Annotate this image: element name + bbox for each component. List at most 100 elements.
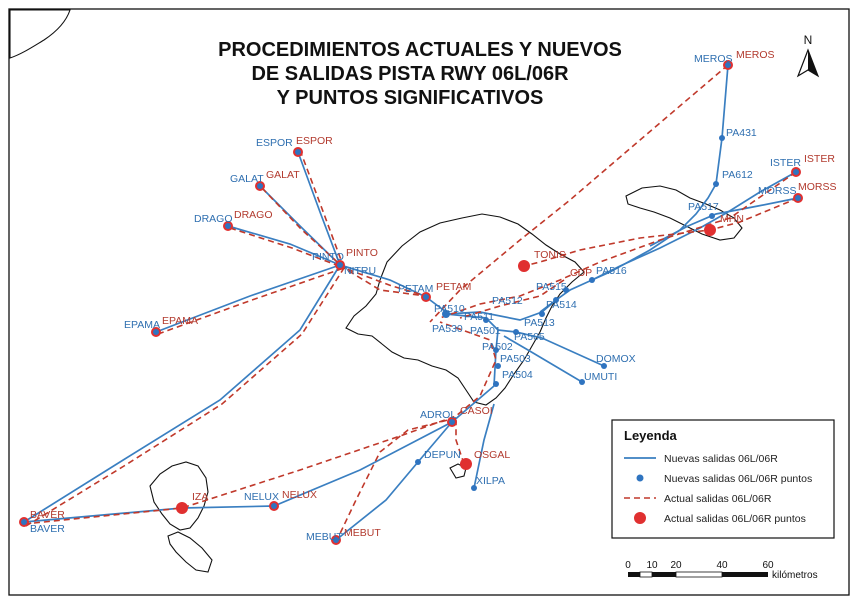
route-baver-current-2 xyxy=(25,267,345,527)
formentera-outline xyxy=(167,531,213,573)
route-drago-new xyxy=(227,225,341,266)
scale-tick-60: 60 xyxy=(762,560,774,571)
legend-box xyxy=(611,419,835,539)
label-pa503: PA503 xyxy=(500,353,531,365)
pt-nelux xyxy=(271,503,277,509)
fix-tonis xyxy=(518,260,530,272)
scale-tick-0: 0 xyxy=(625,560,631,571)
scale-tick-10: 10 xyxy=(646,560,658,571)
label-morss-current: MORSS xyxy=(798,181,837,193)
label-pa512: PA512 xyxy=(492,295,523,307)
scale-tick-40: 40 xyxy=(716,560,728,571)
map-title: PROCEDIMIENTOS ACTUALES Y NUEVOS DE SALI… xyxy=(218,39,622,109)
pt-drago xyxy=(225,223,231,229)
label-baver-new: BAVER xyxy=(30,523,65,535)
label-mebut-current: MEBUT xyxy=(344,527,381,539)
label-domox: DOMOX xyxy=(596,353,636,365)
label-pa516: PA516 xyxy=(596,265,627,277)
pt-pa505 xyxy=(513,329,519,335)
title-line-1: PROCEDIMIENTOS ACTUALES Y NUEVOS xyxy=(218,39,622,61)
pt-pa513 xyxy=(539,311,545,317)
fix-mhn xyxy=(704,224,716,236)
label-drago-new: DRAGO xyxy=(194,213,233,225)
pt-pa431 xyxy=(719,135,725,141)
label-umuti: UMUTI xyxy=(584,371,617,383)
label-drago-current: DRAGO xyxy=(234,209,273,221)
label-meros-new: MEROS xyxy=(694,53,733,65)
scale-seg-2 xyxy=(639,571,653,578)
pt-pa612 xyxy=(713,181,719,187)
pt-pa515 xyxy=(563,287,569,293)
ibiza-outline xyxy=(149,461,209,531)
route-drago-current xyxy=(229,227,345,269)
fix-osgal xyxy=(460,458,472,470)
title-line-2: DE SALIDAS PISTA RWY 06L/06R xyxy=(251,63,569,85)
north-label: N xyxy=(804,33,813,47)
label-epama-new: EPAMA xyxy=(124,319,160,331)
pt-umuti xyxy=(579,379,585,385)
label-pa502: PA502 xyxy=(482,341,513,353)
label-iza: IZA xyxy=(192,491,208,503)
legend-item-new-points: Nuevas salidas 06L/06R puntos xyxy=(664,473,812,485)
route-xilpa-new xyxy=(473,403,495,489)
pt-ister xyxy=(793,169,799,175)
label-pinto-new: PINTO xyxy=(312,251,344,263)
pt-baver xyxy=(21,519,27,525)
pt-mebut xyxy=(333,537,339,543)
label-mebut-new: MEBUT xyxy=(306,531,343,543)
route-domox-new xyxy=(497,329,605,367)
route-mebut-current xyxy=(335,417,457,543)
label-pa514: PA514 xyxy=(546,299,577,311)
label-pa530: PA530 xyxy=(432,323,463,335)
new-fixes xyxy=(21,62,801,543)
new-routes xyxy=(23,64,799,541)
label-casoi: CASOI xyxy=(460,405,493,417)
route-baver-new xyxy=(23,264,341,523)
label-pa513: PA513 xyxy=(524,317,555,329)
scale-tick-20: 20 xyxy=(670,560,682,571)
label-pa517: PA517 xyxy=(688,201,719,213)
route-morss-current xyxy=(523,197,799,267)
label-epama-current: EPAMA xyxy=(162,315,198,327)
pt-epama xyxy=(153,329,159,335)
route-ister-current xyxy=(439,171,797,319)
label-adrol: ADROL xyxy=(420,409,456,421)
label-petam-new: PETAM xyxy=(398,283,433,295)
scale-seg-5 xyxy=(722,572,768,577)
pt-pa510 xyxy=(442,310,450,318)
label-nelux-current: NELUX xyxy=(282,489,317,501)
pt-adrol xyxy=(449,419,455,425)
label-depun: DEPUN xyxy=(424,449,461,461)
pt-galat xyxy=(257,183,263,189)
label-pa515: PA515 xyxy=(536,281,567,293)
label-cdp: CDP xyxy=(570,267,592,279)
route-mebut-new xyxy=(335,421,453,541)
legend-item-new-routes: Nuevas salidas 06L/06R xyxy=(664,453,778,465)
north-arrow-fill xyxy=(808,50,818,76)
route-nelux-new xyxy=(23,313,499,523)
pt-pa504 xyxy=(493,381,499,387)
pt-meros xyxy=(725,62,731,68)
label-morss-new: MORSS xyxy=(758,185,797,197)
label-ister-new: ISTER xyxy=(770,157,801,169)
pt-pa503 xyxy=(495,363,501,369)
label-pa501: PA501 xyxy=(470,325,501,337)
route-cdp-current xyxy=(459,279,565,319)
label-pa511: PA511 xyxy=(464,311,494,323)
scale-seg-4 xyxy=(675,571,723,578)
scale-unit: kilómetros xyxy=(772,570,818,581)
pt-pa502 xyxy=(493,347,499,353)
route-epama-current xyxy=(157,267,345,335)
label-nitru: NITRU xyxy=(344,265,376,277)
label-pa431: PA431 xyxy=(726,127,757,139)
label-pa510: PA510 xyxy=(434,303,465,315)
route-umuti-new xyxy=(503,335,583,383)
route-baver-current xyxy=(23,321,497,525)
scale-bar: 0 10 20 40 60 kilómetros xyxy=(625,560,817,581)
scale-seg-1 xyxy=(628,572,640,577)
label-xilpa: XILPA xyxy=(476,475,505,487)
route-osgal-current xyxy=(455,420,465,465)
label-espor-current: ESPOR xyxy=(296,135,333,147)
current-routes xyxy=(23,64,799,543)
